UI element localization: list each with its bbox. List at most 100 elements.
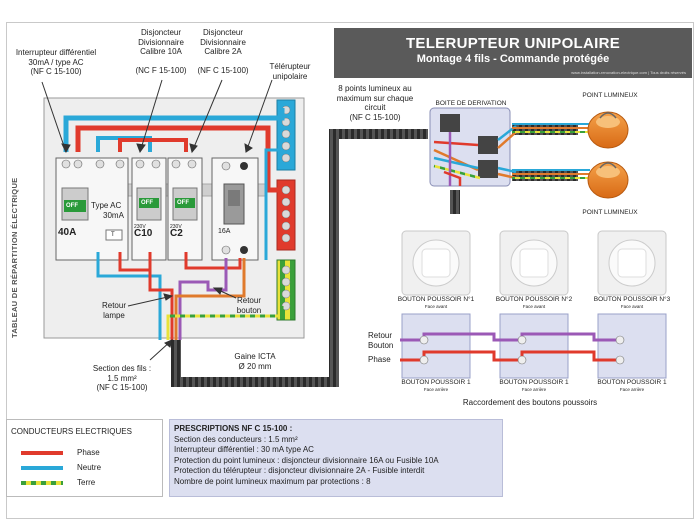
label-line: (NF C 15-100) [349, 112, 401, 122]
breaker-c10-module [131, 157, 167, 261]
label-line: Retour [236, 296, 261, 305]
label-points-lumineux-note: 8 points lumineux au maximum sur chaque … [330, 84, 420, 122]
point-lumineux-top-graphic [587, 111, 629, 149]
pb-label: BOUTON POUSSOIR N°3 [593, 296, 671, 303]
pb-front-1: BOUTON POUSSOIR N°1 Face avant [392, 296, 480, 310]
c10-volt: 230V [134, 224, 146, 230]
prescription-line: Nombre de point lumineux maximum par pro… [174, 476, 371, 486]
label-retour-bouton-right: Retour Bouton [368, 331, 408, 350]
label-section-fils: Section des fils : 1.5 mm² (NF C 15-100) [84, 364, 160, 393]
label-line: Disjoncteur [140, 28, 181, 37]
label-line: Divisionnaire [200, 37, 246, 47]
pb-face: Face avant [522, 304, 546, 309]
main-title: TELERUPTEUR UNIPOLAIRE [405, 35, 621, 52]
title-banner: TELERUPTEUR UNIPOLAIRE Montage 4 fils - … [334, 28, 692, 78]
tl-rating: 16A [218, 228, 231, 235]
gaine-icta [171, 129, 428, 387]
label-line [188, 57, 258, 66]
label-line: Calibre 2A [204, 47, 242, 56]
label-retour-bouton: Retour bouton [226, 296, 272, 315]
label-phase-right: Phase [368, 355, 391, 364]
breaker-c2-module [167, 157, 203, 261]
pb-face: Face arrière [423, 387, 449, 392]
label-boite-derivation: BOITE DE DERIVATION [435, 100, 507, 107]
label-line: 8 points lumineux au [338, 84, 412, 93]
label-line: Télérupteur [269, 62, 311, 71]
c2-off: OFF [177, 200, 189, 206]
phase-to-breakers [118, 252, 150, 272]
pb-back-3: BOUTON POUSSOIR 1 Face arrière [588, 379, 676, 393]
legend-label: Terre [77, 478, 96, 487]
label-line: Gaine ICTA [234, 352, 276, 361]
id-off: OFF [66, 203, 78, 209]
label-tableau: TABLEAU DE RÉPARTITION ÉLECTRIQUE [10, 177, 19, 338]
id-test: T [111, 232, 115, 238]
c10-off: OFF [141, 200, 153, 206]
prescription-line: Protection du point lumineux : disjoncte… [174, 455, 439, 465]
neutral-feed-top [63, 108, 285, 152]
phase-c2-down [184, 252, 242, 270]
phase-feed-top [75, 125, 280, 193]
id-sens: 30mA [103, 211, 124, 220]
label-line: Calibre 10A [140, 47, 182, 56]
label-line: Bouton [368, 340, 394, 350]
label-line: bouton [236, 305, 262, 315]
prescriptions-box: PRESCRIPTIONS NF C 15-100 : Section des … [169, 419, 503, 497]
label-disj-2a: Disjoncteur Divisionnaire Calibre 2A (NF… [188, 28, 258, 75]
pb-label: BOUTON POUSSOIR N°1 [397, 296, 475, 303]
c10-label: C10 [134, 228, 153, 239]
label-line: Retour [368, 331, 393, 340]
label-gaine: Gaine ICTA Ø 20 mm [222, 352, 288, 371]
pb-face: Face avant [620, 304, 644, 309]
sub-title: Montage 4 fils - Commande protégée [416, 53, 610, 65]
credit-text: www.installation-renovation-electrique.c… [571, 70, 686, 75]
label-line: Retour [101, 301, 126, 310]
push-buttons-front [401, 230, 667, 296]
label-line: (NF C 15-100) [96, 383, 148, 392]
legend-swatch-terre [21, 481, 63, 485]
label-line: Disjoncteur [202, 28, 243, 37]
pb-label: BOUTON POUSSOIR N°2 [495, 296, 573, 303]
label-line: maximum sur chaque [336, 93, 414, 103]
telerupteur-module [211, 157, 259, 261]
prescription-line: Section des conducteurs : 1.5 mm² [174, 434, 298, 444]
pb-face: Face avant [424, 304, 448, 309]
prescriptions-heading: PRESCRIPTIONS NF C 15-100 : [174, 424, 293, 433]
differential-switch-module [55, 157, 129, 261]
label-line: unipolaire [272, 71, 308, 81]
label-telerupteur: Télérupteur unipolaire [260, 62, 320, 81]
id-rating: 40A [58, 227, 77, 238]
pb-face: Face arrière [521, 387, 547, 392]
label-retour-lampe: Retour lampe [90, 301, 138, 320]
legend-swatch-neutre [21, 466, 63, 470]
pb-front-3: BOUTON POUSSOIR N°3 Face avant [588, 296, 676, 310]
neutral-bottom [96, 252, 162, 340]
label-line: 30mA / type AC [28, 57, 84, 67]
neutral-telerupteur [264, 148, 282, 260]
pb-front-2: BOUTON POUSSOIR N°2 Face avant [490, 296, 578, 310]
pb-label: BOUTON POUSSOIR 1 [401, 379, 471, 386]
prescription-line: Protection du télérupteur : disjoncteur … [174, 466, 425, 475]
push-buttons-back [400, 313, 667, 379]
pb-back-1: BOUTON POUSSOIR 1 Face arrière [392, 379, 480, 393]
retour-bouton-wire [178, 258, 228, 340]
label-line: Ø 20 mm [238, 361, 272, 371]
label-line: Interrupteur différentiel [15, 48, 97, 57]
label-line: circuit [364, 103, 386, 112]
pb-face: Face arrière [619, 387, 645, 392]
label-line [126, 57, 196, 66]
earth-terminal-bar [276, 259, 296, 321]
legend-label: Phase [77, 448, 100, 457]
pb-label: BOUTON POUSSOIR 1 [597, 379, 667, 386]
c2-volt: 230V [170, 224, 182, 230]
legend-box: CONDUCTEURS ELECTRIQUES Phase Neutre Ter… [6, 419, 163, 497]
c2-label: C2 [170, 228, 183, 239]
neutral-terminal-bar [276, 99, 296, 171]
phase-terminal-bar [276, 179, 296, 251]
phase-link-top [118, 138, 188, 152]
label-line: (NF C 15-100) [197, 65, 249, 75]
legend-title: CONDUCTEURS ELECTRIQUES [11, 427, 132, 436]
retour-lampe-wire [174, 258, 246, 340]
